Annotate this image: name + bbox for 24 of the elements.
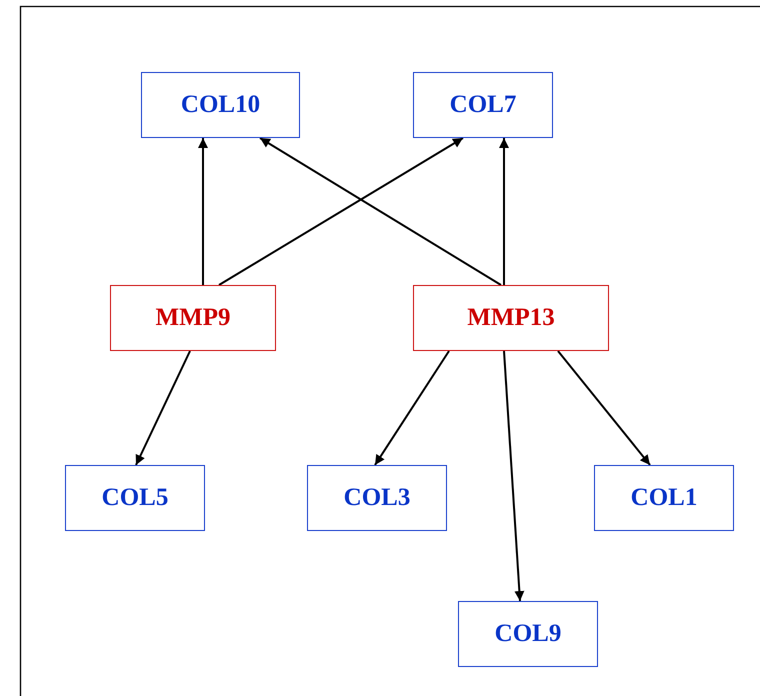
node-label: MMP13 — [467, 304, 555, 332]
arrow — [503, 350, 524, 602]
node-label: COL3 — [344, 484, 410, 512]
node-label: COL1 — [630, 484, 698, 512]
collagen-box — [594, 465, 734, 531]
arrow — [135, 350, 191, 466]
node-label: MMP9 — [156, 304, 230, 332]
enzyme-box — [110, 285, 276, 351]
arrow — [218, 137, 464, 286]
collagen-box — [413, 72, 553, 138]
arrow — [259, 137, 502, 286]
collagen-box — [307, 465, 447, 531]
collagen-box — [458, 601, 598, 667]
arrow — [198, 138, 208, 285]
collagen-box — [65, 465, 205, 531]
collagen-box — [141, 72, 300, 138]
node-label: COL7 — [450, 91, 516, 119]
arrow — [374, 350, 450, 466]
node-label: COL5 — [102, 484, 168, 512]
arrow — [499, 138, 509, 285]
node-label: COL10 — [180, 91, 260, 119]
enzyme-box — [413, 285, 609, 351]
node-label: COL9 — [494, 620, 562, 648]
arrow — [557, 350, 651, 466]
